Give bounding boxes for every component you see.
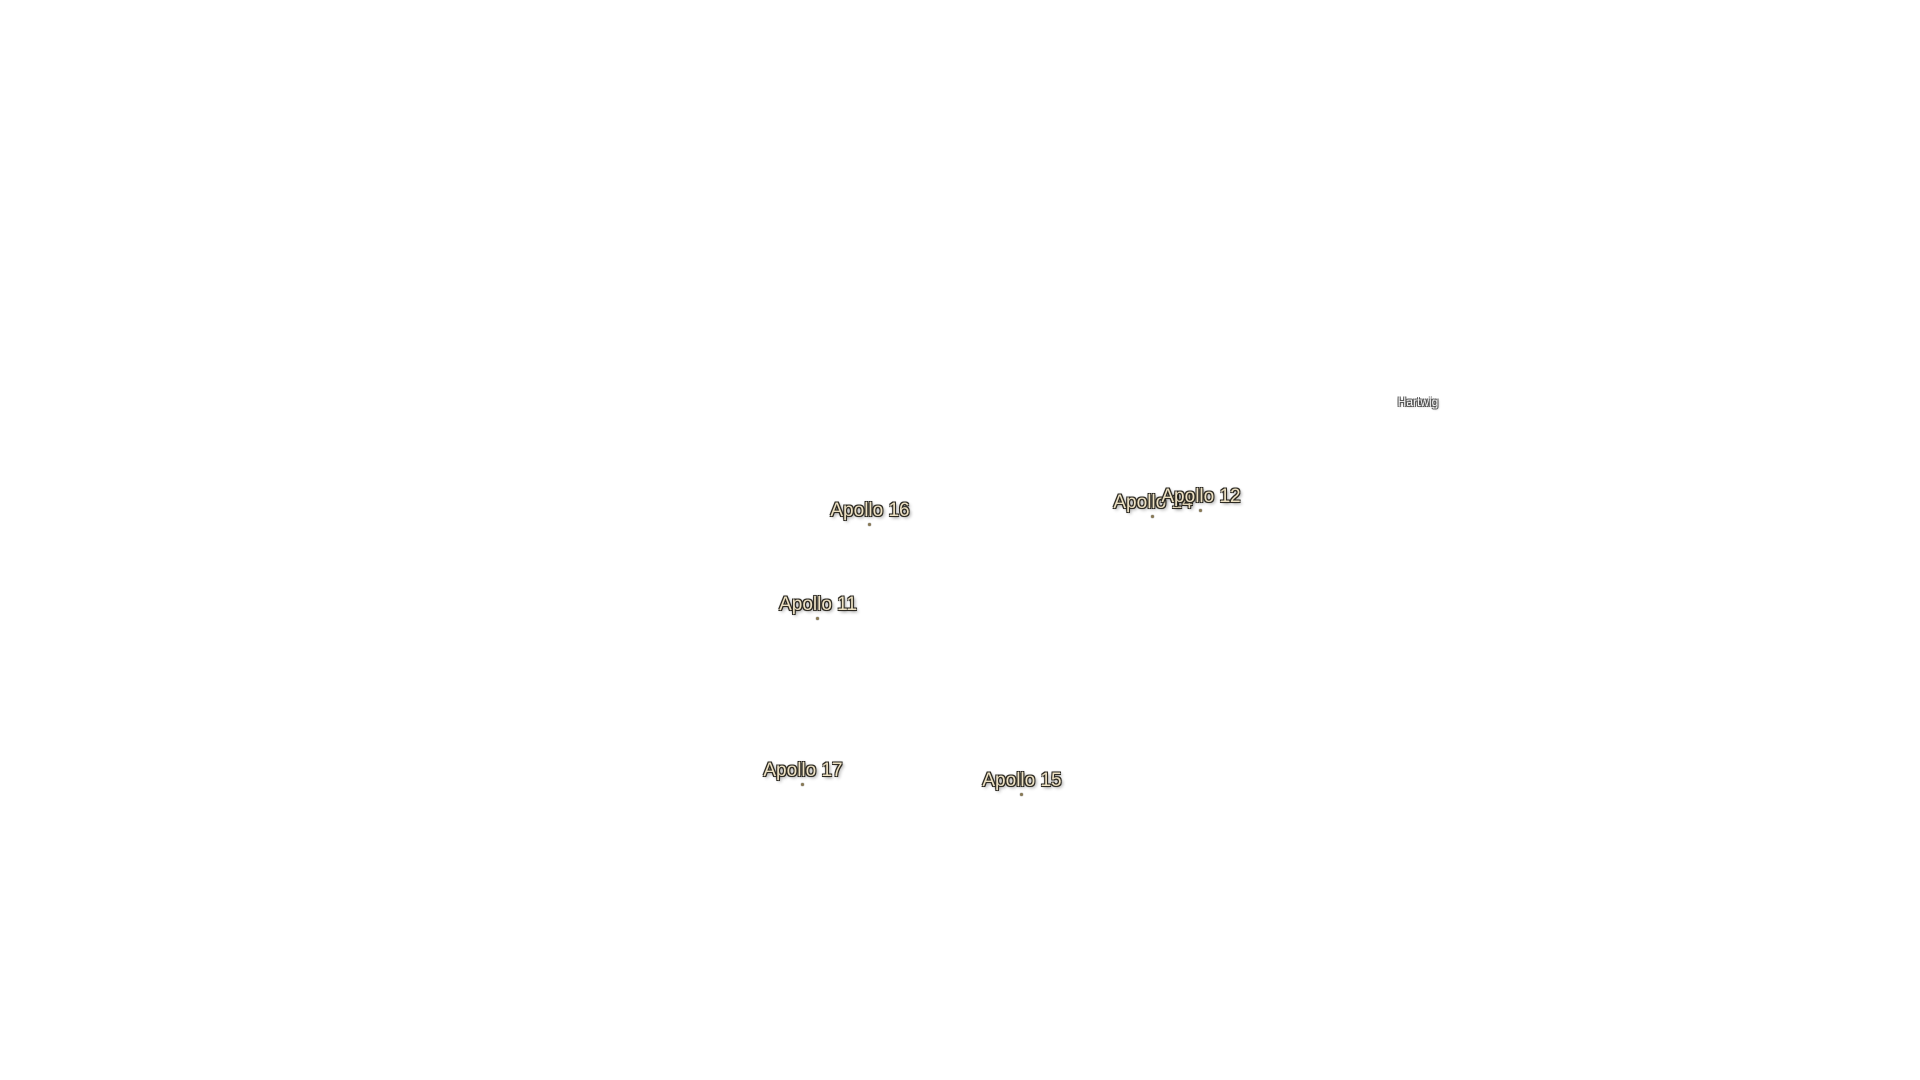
site-label: Apollo 11 bbox=[779, 594, 857, 615]
site-label: Apollo 16 bbox=[830, 500, 910, 521]
site-marker-icon bbox=[1199, 509, 1202, 512]
site-marker-icon bbox=[1020, 793, 1023, 796]
site-marker-icon bbox=[801, 783, 804, 786]
site-label: Apollo 17 bbox=[763, 760, 843, 781]
site-label: Apollo 14 bbox=[1113, 492, 1193, 513]
site-marker-icon bbox=[868, 523, 871, 526]
site-label: Apollo 12 bbox=[1161, 486, 1241, 507]
crater-label: Hartwig bbox=[1397, 395, 1439, 409]
site-marker-icon bbox=[816, 617, 819, 620]
site-marker-icon bbox=[1151, 515, 1154, 518]
site-label: Apollo 15 bbox=[982, 770, 1062, 791]
